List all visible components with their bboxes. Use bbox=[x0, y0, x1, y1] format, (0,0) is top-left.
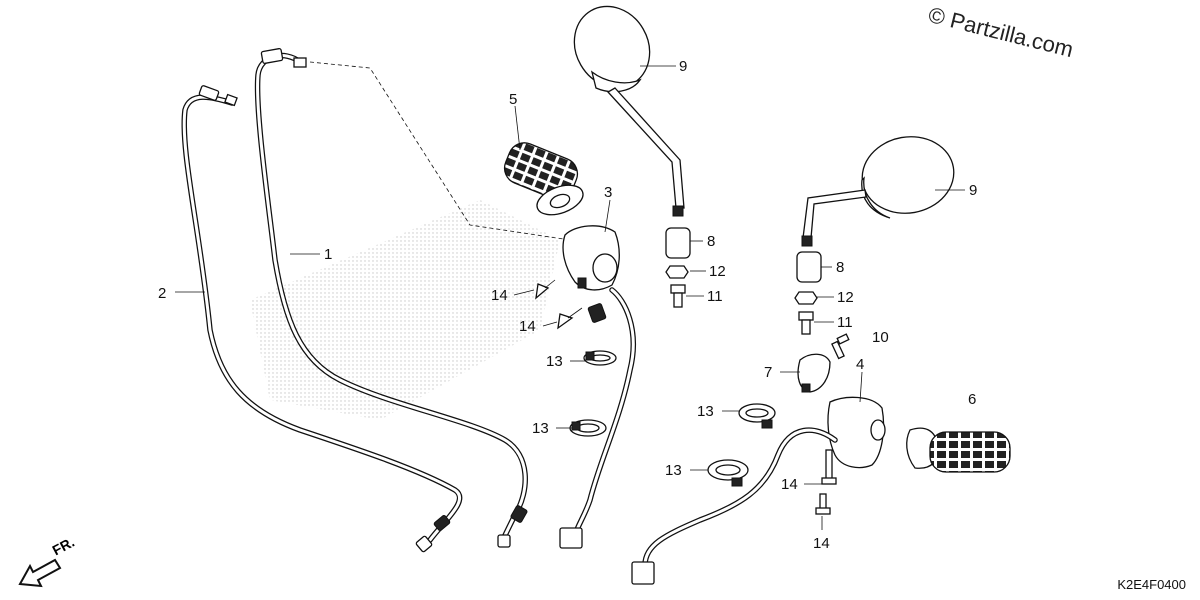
callout-7: 7 bbox=[764, 364, 772, 381]
callout-12-right: 12 bbox=[837, 289, 854, 306]
cable-2[interactable] bbox=[181, 85, 463, 553]
screw-14-d[interactable] bbox=[815, 493, 831, 515]
nut-12-left[interactable] bbox=[665, 265, 689, 279]
clamp-13-a[interactable] bbox=[583, 350, 617, 366]
clamp-13-d[interactable] bbox=[707, 459, 749, 487]
reference-line-cable-to-switch bbox=[309, 61, 571, 241]
mirror-9-left[interactable] bbox=[560, 0, 685, 217]
adapter-8-right[interactable] bbox=[796, 251, 822, 283]
switch-housing-3[interactable] bbox=[559, 225, 636, 549]
holder-7[interactable] bbox=[797, 353, 831, 393]
callout-1: 1 bbox=[324, 246, 332, 263]
nut-12-right[interactable] bbox=[794, 291, 818, 305]
clamp-13-c[interactable] bbox=[738, 403, 776, 429]
callout-2: 2 bbox=[158, 285, 166, 302]
callout-14-d: 14 bbox=[813, 535, 830, 552]
callout-13-d: 13 bbox=[665, 462, 682, 479]
callout-11-right: 11 bbox=[837, 314, 853, 331]
switch-housing-4[interactable] bbox=[631, 396, 886, 585]
bolt-10[interactable] bbox=[831, 333, 850, 360]
callout-12-left: 12 bbox=[709, 263, 726, 280]
callout-4: 4 bbox=[856, 356, 864, 373]
callout-6: 6 bbox=[968, 391, 976, 408]
callout-9-left: 9 bbox=[679, 58, 687, 75]
bolt-11-left[interactable] bbox=[670, 284, 686, 308]
callout-3: 3 bbox=[604, 184, 612, 201]
bolt-11-right[interactable] bbox=[798, 311, 814, 335]
callout-14-b: 14 bbox=[519, 318, 536, 335]
adapter-8-left[interactable] bbox=[665, 227, 691, 259]
callout-8-right: 8 bbox=[836, 259, 844, 276]
callout-14-c: 14 bbox=[781, 476, 798, 493]
callout-13-c: 13 bbox=[697, 403, 714, 420]
callout-5: 5 bbox=[509, 91, 517, 108]
callout-14-a: 14 bbox=[491, 287, 508, 304]
cable-1[interactable] bbox=[254, 48, 528, 548]
stipple-background bbox=[250, 200, 560, 420]
mirror-9-right[interactable] bbox=[801, 130, 960, 247]
front-direction-arrow-icon bbox=[18, 558, 62, 588]
callout-9-right: 9 bbox=[969, 182, 977, 199]
callout-13-b: 13 bbox=[532, 420, 549, 437]
screw-14-c[interactable] bbox=[821, 449, 837, 485]
callout-13-a: 13 bbox=[546, 353, 563, 370]
grip-5[interactable] bbox=[500, 138, 587, 220]
callout-11-left: 11 bbox=[707, 288, 723, 305]
clamp-13-b[interactable] bbox=[569, 419, 607, 437]
diagram-code: K2E4F0400 bbox=[1117, 577, 1186, 592]
leader-lines bbox=[175, 65, 965, 530]
grip-6[interactable] bbox=[906, 427, 1011, 473]
callout-8-left: 8 bbox=[707, 233, 715, 250]
screw-14-b[interactable] bbox=[557, 313, 574, 330]
callout-10: 10 bbox=[872, 329, 889, 346]
